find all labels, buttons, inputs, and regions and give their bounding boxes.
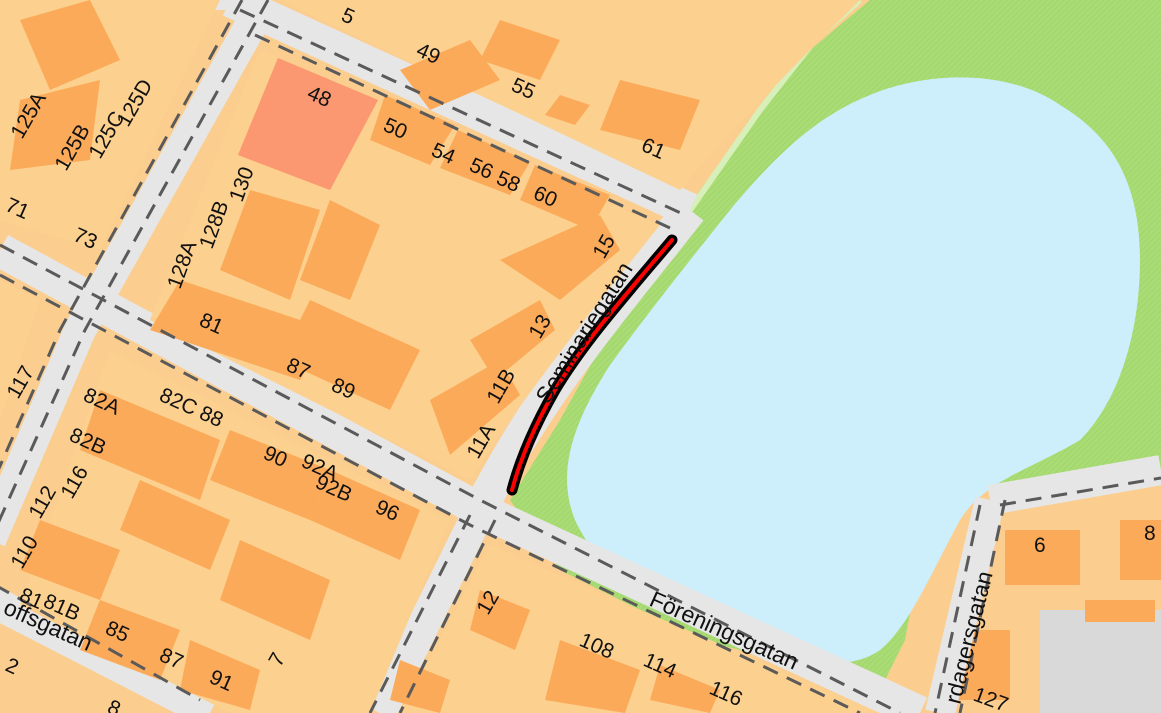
block-left-mid	[0, 280, 40, 420]
building-r3	[1085, 600, 1155, 622]
address-label: 6	[1034, 534, 1046, 557]
gray-area	[1040, 610, 1161, 713]
block-top-right	[280, 0, 860, 190]
building-r1	[1005, 530, 1080, 585]
highlight-building-48	[238, 58, 378, 190]
building-r2	[1120, 520, 1161, 580]
buildings	[10, 0, 720, 713]
block-bottom	[400, 545, 880, 713]
address-label: 8	[1144, 522, 1156, 545]
selected-street-line[interactable]	[510, 238, 674, 492]
lake	[567, 77, 1140, 664]
